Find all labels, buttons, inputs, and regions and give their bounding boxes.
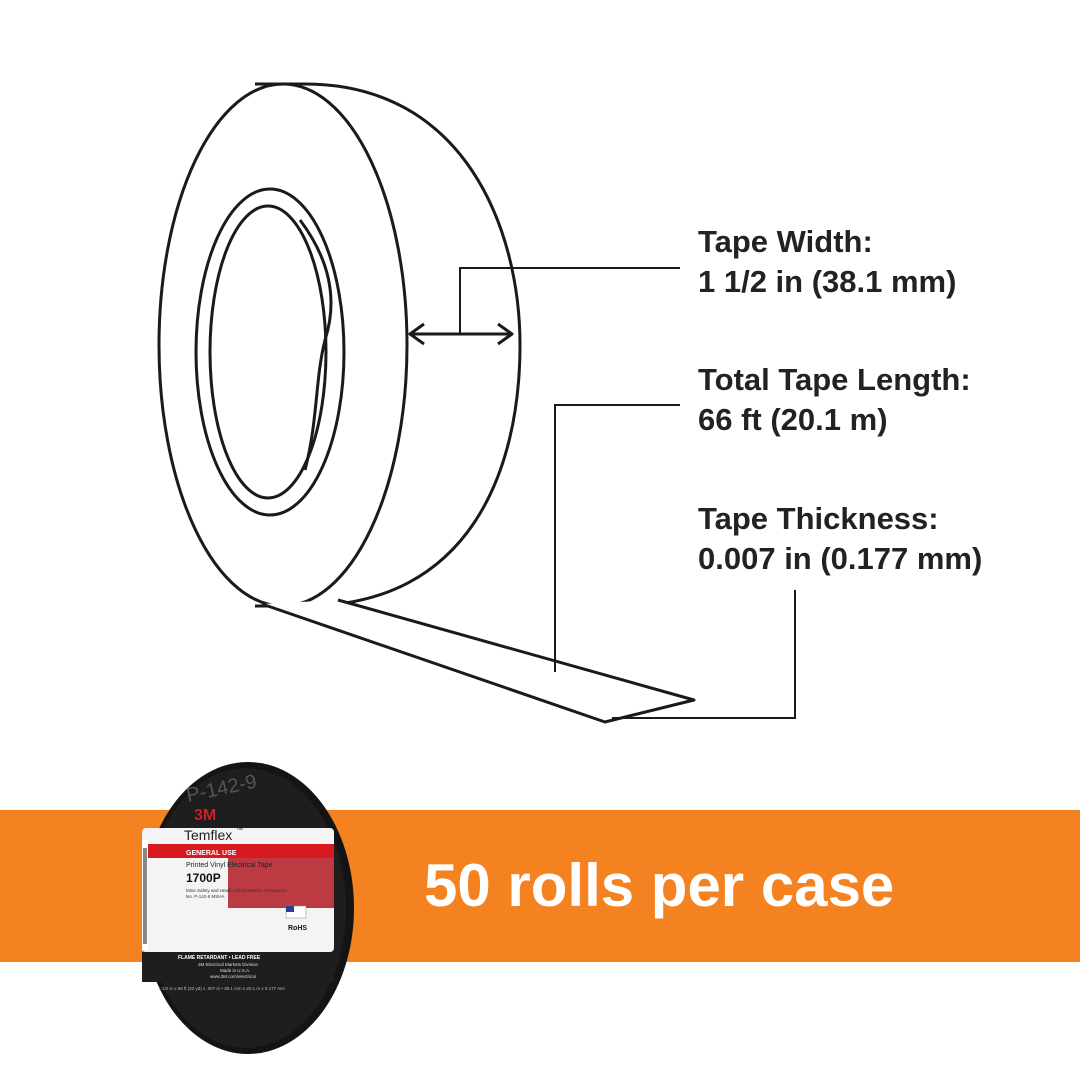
width-arrowhead-left bbox=[408, 322, 425, 346]
spec-length-value: 66 ft (20.1 m) bbox=[698, 402, 888, 437]
width-arrowhead-right bbox=[497, 322, 514, 346]
product-dimensions: 1-1/2 in x 66 ft (22 yd) x .007 in • 38.… bbox=[158, 986, 285, 991]
spec-width-value: 1 1/2 in (38.1 mm) bbox=[698, 264, 957, 299]
tape-strip bbox=[261, 598, 696, 724]
product-trademark: ™ bbox=[236, 827, 243, 834]
spec-tape-thickness: Tape Thickness: 0.007 in (0.177 mm) bbox=[698, 499, 982, 579]
spec-tape-length: Total Tape Length: 66 ft (20.1 m) bbox=[698, 360, 971, 440]
product-name: Temflex bbox=[184, 827, 232, 843]
spec-length-label: Total Tape Length: bbox=[698, 362, 971, 397]
certification-rohs: RoHS bbox=[288, 925, 307, 932]
spec-tape-width: Tape Width: 1 1/2 in (38.1 mm) bbox=[698, 222, 956, 302]
roll-back-edge bbox=[304, 82, 522, 608]
approval-line-1: Mine Safety and Health Administration Ac… bbox=[186, 888, 287, 893]
approval-line-2: No. P-142-9 MSHA bbox=[186, 894, 225, 899]
product-roll-image: P-142-9 3M Temflex ™ GENERAL USE Printed… bbox=[142, 762, 354, 1054]
leader-width bbox=[459, 267, 680, 334]
product-features: FLAME RETARDANT • LEAD FREE bbox=[178, 955, 261, 961]
product-division: 3M Electrical Markets Division bbox=[198, 962, 259, 967]
product-origin: Made in U.S.A. bbox=[220, 968, 250, 973]
spec-thickness-label: Tape Thickness: bbox=[698, 501, 939, 536]
tape-roll-diagram bbox=[157, 82, 796, 724]
brand-logo: 3M bbox=[194, 807, 216, 824]
leader-length bbox=[554, 404, 680, 672]
spec-width-label: Tape Width: bbox=[698, 224, 873, 259]
product-website: www.3M.com/electrical bbox=[210, 974, 256, 979]
roll-core-outer bbox=[194, 187, 346, 517]
product-category: GENERAL USE bbox=[186, 850, 237, 857]
spec-thickness-value: 0.007 in (0.177 mm) bbox=[698, 541, 983, 576]
leader-thickness bbox=[612, 590, 796, 719]
product-model: 1700P bbox=[186, 871, 221, 885]
banner-headline: 50 rolls per case bbox=[424, 852, 895, 919]
product-description: Printed Vinyl Electrical Tape bbox=[186, 862, 273, 869]
roll-core-inner bbox=[208, 204, 328, 500]
roll-core-depth bbox=[298, 219, 333, 471]
